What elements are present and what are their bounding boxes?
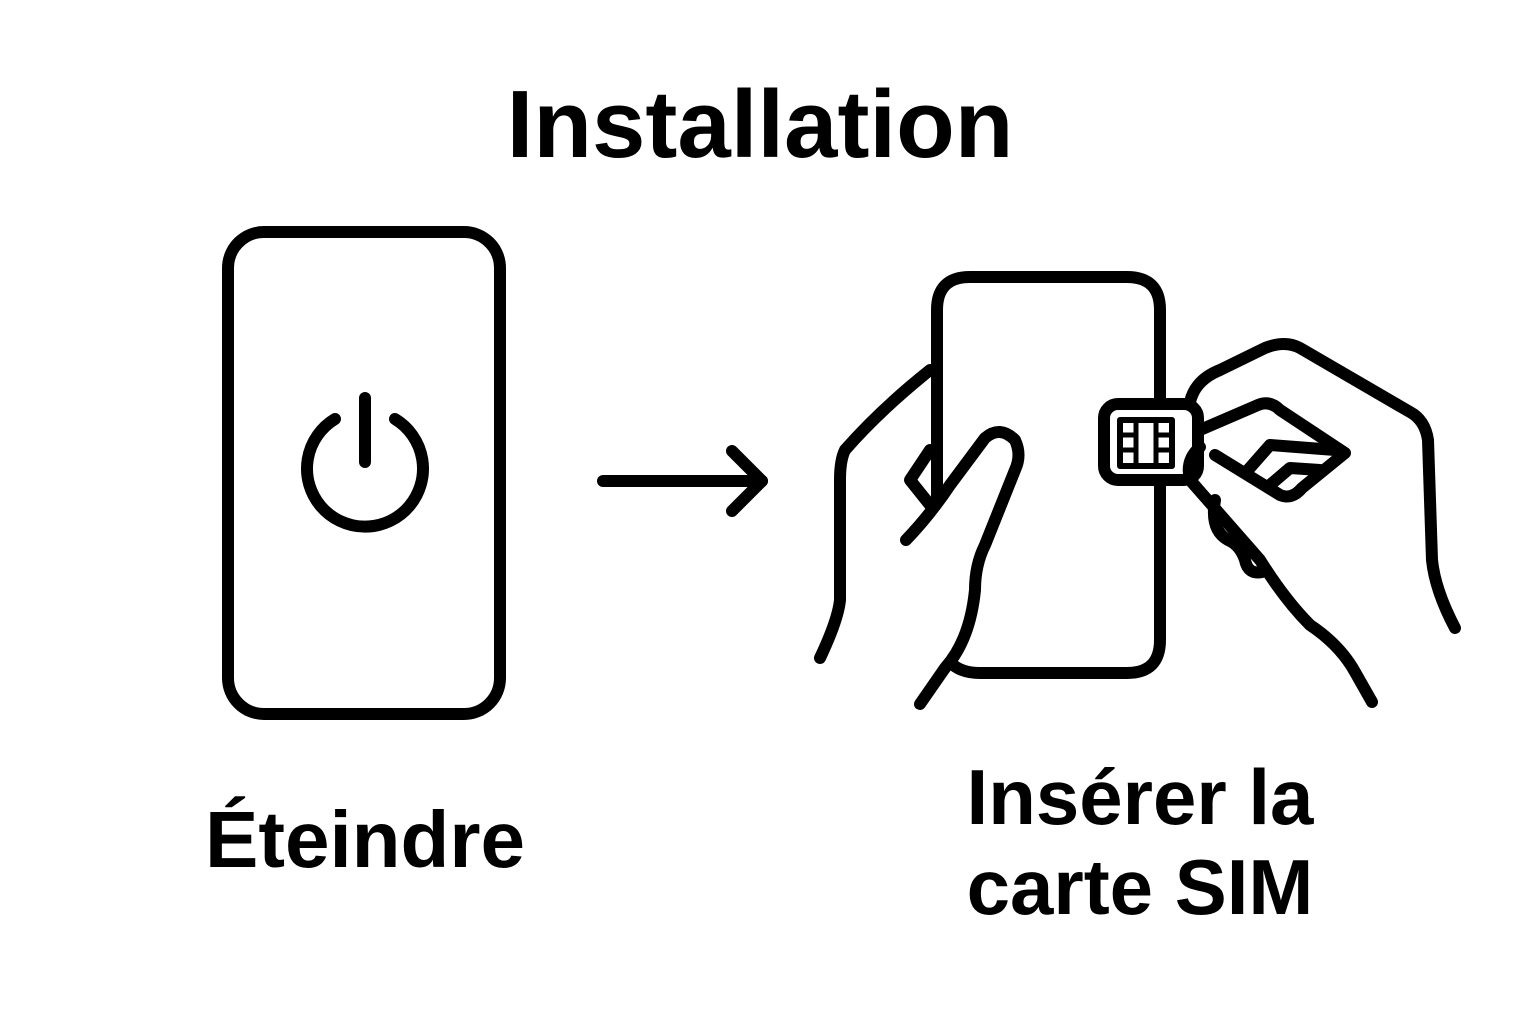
step-label-insert-sim: Insérer la carte SIM <box>900 752 1380 932</box>
diagram-title: Installation <box>506 71 1014 178</box>
phone-off-illustration <box>222 226 506 720</box>
phone-outline-icon <box>931 271 1166 506</box>
step-label-line: Insérer la <box>966 753 1314 841</box>
step-label-power-off: Éteindre <box>204 795 526 884</box>
power-icon <box>301 392 429 533</box>
step-label-line: carte SIM <box>966 843 1314 931</box>
phone-outline-icon <box>222 226 506 720</box>
sim-insert-illustration <box>814 271 1461 710</box>
right-hand-icon <box>1182 338 1461 708</box>
arrow-right-icon <box>597 445 768 517</box>
left-hand-icon <box>814 364 1025 710</box>
